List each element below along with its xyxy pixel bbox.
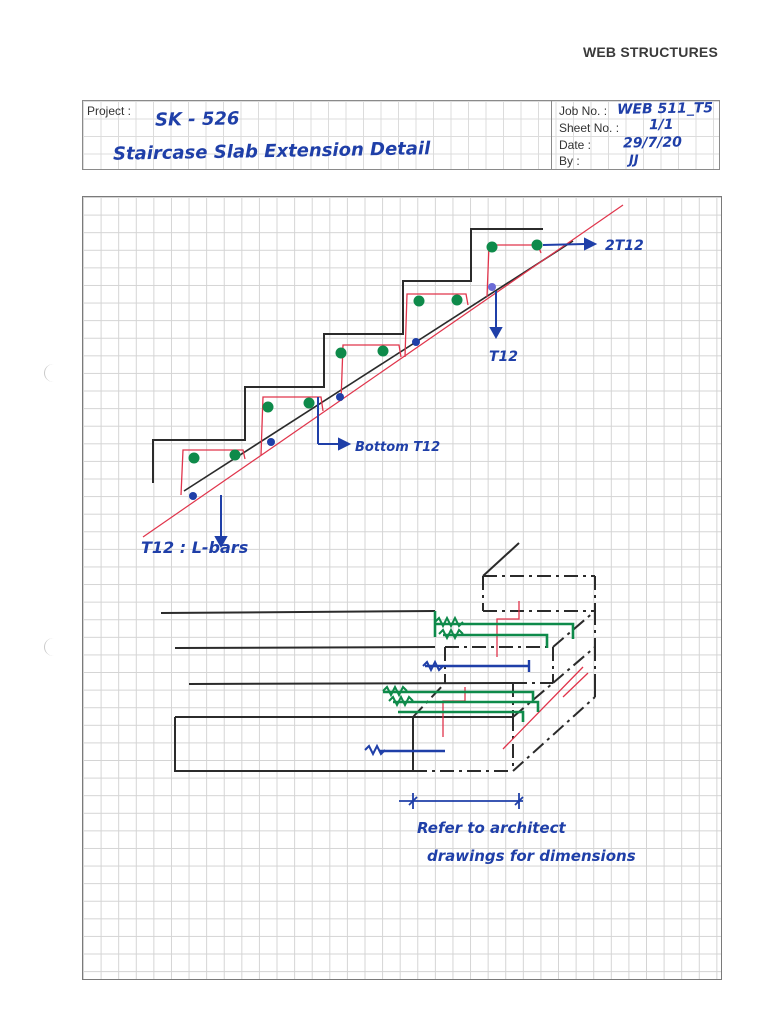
isometric-extension-detail: Refer to architect drawings for dimensio… bbox=[160, 542, 636, 865]
top-rebar-dot bbox=[303, 397, 315, 409]
bottom-rebar-dot bbox=[488, 283, 496, 291]
top-rebar-dot bbox=[262, 401, 274, 413]
title-block: Project : SK - 526 Staircase Slab Extens… bbox=[82, 100, 720, 170]
stair-top-edge bbox=[482, 542, 520, 577]
cut-end-zigzags-blue bbox=[364, 659, 444, 757]
label-slab-bar: T12 bbox=[489, 349, 518, 365]
dimension-note-line2: drawings for dimensions bbox=[427, 847, 636, 865]
annotation-leaders bbox=[214, 237, 598, 549]
by-label: By : bbox=[559, 154, 580, 168]
isometric-blue-bars bbox=[379, 660, 531, 753]
drawing-canvas: 2T12 T12 Bottom T12 T12 : L-bars bbox=[141, 204, 644, 865]
rebar-link bbox=[260, 396, 324, 456]
rebar-link bbox=[404, 293, 469, 358]
job-no-label: Job No. : bbox=[559, 104, 608, 118]
date-value: 29/7/20 bbox=[622, 134, 683, 152]
cut-end-zigzags bbox=[382, 615, 464, 708]
punch-hole-mark bbox=[44, 638, 63, 656]
by-value: JJ bbox=[628, 152, 639, 169]
stair-soffit-line bbox=[183, 240, 574, 492]
sheet-no-value: 1/1 bbox=[648, 116, 674, 134]
drawing-sheet: 2T12 T12 Bottom T12 T12 : L-bars bbox=[82, 196, 722, 980]
bottom-rebar-dot bbox=[336, 393, 344, 401]
label-bottom-bar: Bottom T12 bbox=[355, 440, 440, 455]
slab-extension-line bbox=[142, 204, 624, 538]
label-top-bars: 2T12 bbox=[605, 238, 644, 254]
top-rebar-dot bbox=[531, 239, 543, 251]
new-stair-outline bbox=[412, 575, 596, 772]
job-no-value: WEB 511_T5 bbox=[616, 100, 714, 118]
rebar-link bbox=[340, 344, 402, 402]
rebar-link bbox=[180, 449, 246, 496]
dimension-note-line1: Refer to architect bbox=[417, 819, 566, 837]
top-rebar-dot bbox=[335, 347, 347, 359]
project-label: Project : bbox=[87, 104, 132, 118]
top-rebar-dot bbox=[486, 241, 498, 253]
top-rebar-dot bbox=[451, 294, 463, 306]
bottom-rebar-dot bbox=[267, 438, 275, 446]
top-rebar-dot bbox=[229, 449, 241, 461]
stair-profile-outline bbox=[152, 228, 543, 483]
bottom-rebar-dot bbox=[412, 338, 420, 346]
dimension-line bbox=[399, 793, 524, 809]
drawing-description: Staircase Slab Extension Detail bbox=[112, 138, 431, 165]
label-l-bars: T12 : L-bars bbox=[141, 538, 248, 557]
top-rebar-dot bbox=[413, 295, 425, 307]
stair-section-detail: 2T12 T12 Bottom T12 T12 : L-bars bbox=[141, 204, 644, 557]
punch-hole-mark bbox=[44, 364, 63, 382]
project-value: SK - 526 bbox=[154, 108, 240, 131]
sheet-no-label: Sheet No. : bbox=[559, 121, 620, 135]
date-label: Date : bbox=[559, 138, 592, 152]
top-rebar-dot bbox=[188, 452, 200, 464]
company-name: WEB STRUCTURES bbox=[582, 44, 718, 60]
isometric-green-bars bbox=[383, 611, 575, 722]
bottom-rebar-dot bbox=[189, 492, 197, 500]
title-block-divider bbox=[551, 101, 552, 169]
top-rebar-dot bbox=[377, 345, 389, 357]
